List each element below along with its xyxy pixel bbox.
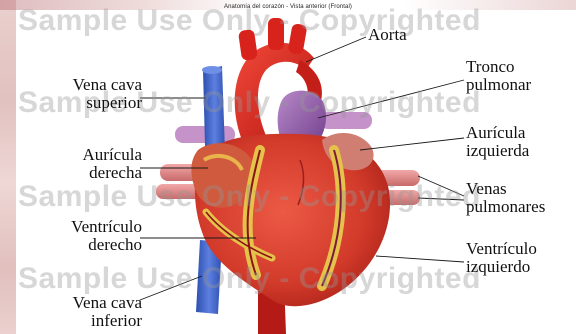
label-vena-cava-superior: Vena cava superior [10, 76, 142, 112]
label-vena-cava-inferior: Vena cava inferior [10, 294, 142, 330]
label-auricula-derecha: Aurícula derecha [10, 146, 142, 182]
label-auricula-izquierda: Aurícula izquierda [466, 124, 529, 160]
label-ventriculo-izquierdo: Ventrículo izquierdo [466, 240, 537, 276]
label-venas-pulmonares: Venas pulmonares [466, 180, 545, 216]
label-tronco-pulmonar: Tronco pulmonar [466, 58, 531, 94]
label-aorta: Aorta [368, 26, 407, 44]
label-ventriculo-derecho: Ventrículo derecho [10, 218, 142, 254]
